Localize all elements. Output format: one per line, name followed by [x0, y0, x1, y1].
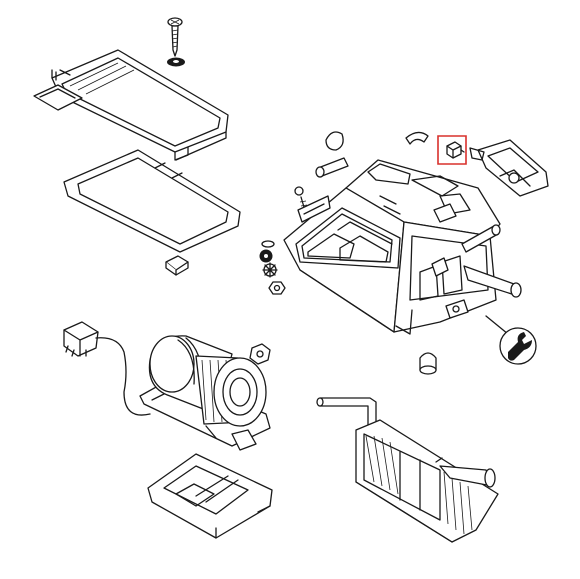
washer-icon[interactable] — [167, 57, 185, 67]
gasket-frame[interactable] — [64, 150, 240, 252]
hose-clip-icon[interactable] — [406, 132, 428, 144]
clip-icon — [447, 142, 464, 158]
seal-ring-icon — [259, 249, 273, 263]
nut-icon — [269, 282, 285, 294]
heater-core[interactable] — [317, 398, 498, 542]
pipe-stub-icon[interactable] — [316, 158, 348, 177]
clip-small-icon[interactable] — [166, 256, 188, 275]
highlight-box — [438, 136, 466, 164]
blower-flange-gasket[interactable] — [148, 454, 272, 538]
gear-icon — [263, 263, 277, 277]
cap-part-icon[interactable] — [326, 132, 343, 150]
actuator-motor[interactable] — [470, 140, 548, 196]
wrench-icon[interactable] — [486, 316, 536, 364]
screw-icon[interactable] — [168, 18, 182, 56]
top-cover-panel[interactable] — [34, 50, 228, 160]
washer-icon — [262, 241, 274, 247]
washer-stack[interactable] — [259, 241, 286, 294]
cap-nut-icon[interactable] — [420, 353, 436, 374]
resistor-connector[interactable] — [64, 322, 150, 415]
highlighted-part[interactable] — [438, 136, 466, 164]
heater-box-housing[interactable] — [284, 160, 521, 334]
blower-motor[interactable] — [140, 336, 270, 450]
fan-nut-icon[interactable] — [250, 344, 270, 364]
